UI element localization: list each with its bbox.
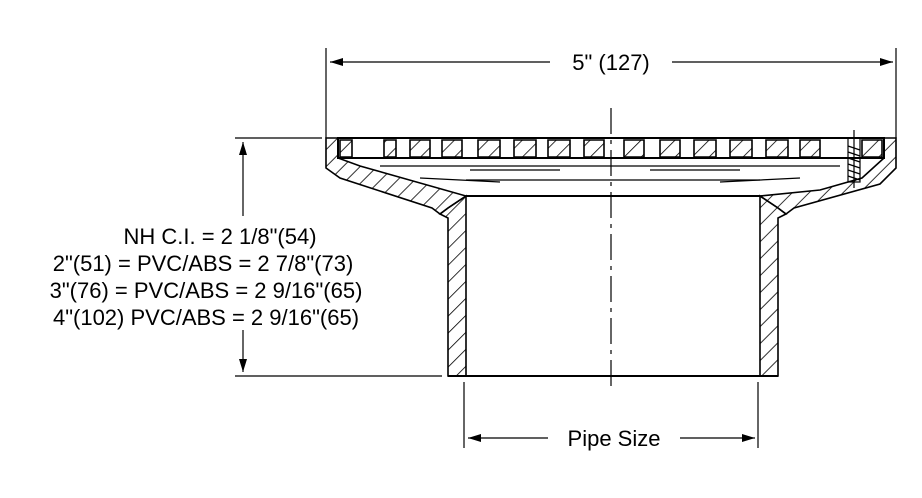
body-wall-left <box>438 194 467 377</box>
drain-body-right <box>757 137 897 377</box>
body-wall-right <box>759 194 788 377</box>
strainer-grate <box>337 137 885 159</box>
height-label-4in: 4"(102) PVC/ABS = 2 9/16"(65) <box>53 305 359 330</box>
pipe-size-dimension: Pipe Size <box>463 382 759 451</box>
top-width-dimension: 5" (127) <box>325 48 897 138</box>
pipe-size-label: Pipe Size <box>568 426 661 451</box>
height-label-nh-ci: NH C.I. = 2 1/8"(54) <box>123 224 316 249</box>
height-label-3in: 3"(76) = PVC/ABS = 2 9/16"(65) <box>50 278 363 303</box>
height-label-2in: 2"(51) = PVC/ABS = 2 7/8"(73) <box>53 251 354 276</box>
top-width-label: 5" (127) <box>572 50 650 75</box>
body-inner-lines <box>380 165 840 197</box>
grate-bars <box>339 139 883 158</box>
height-dimension: NH C.I. = 2 1/8"(54) 2"(51) = PVC/ABS = … <box>50 137 442 377</box>
